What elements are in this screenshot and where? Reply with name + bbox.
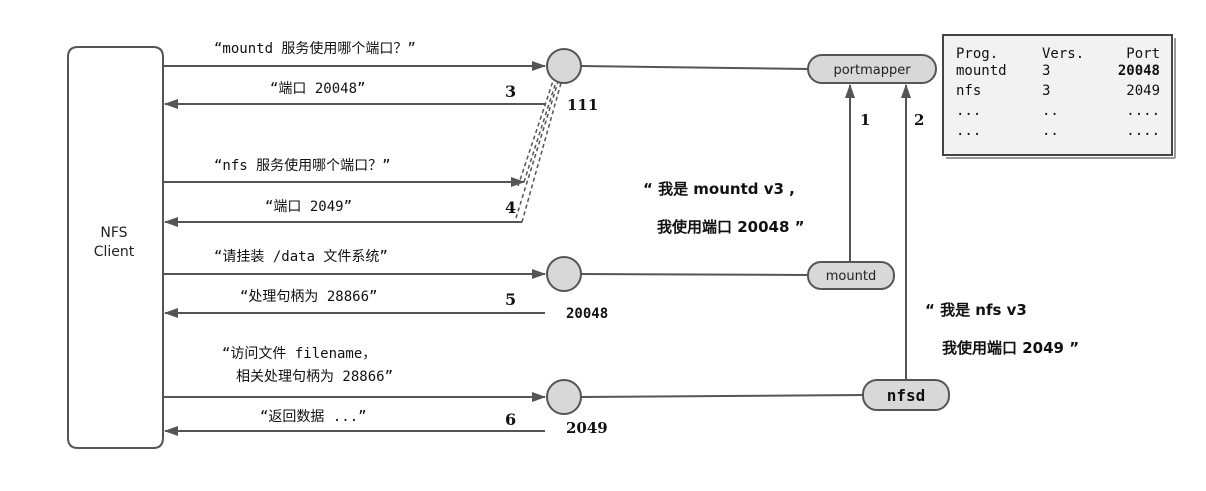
table-cell: .. xyxy=(1042,103,1059,119)
nfsd-label: nfsd xyxy=(887,386,926,405)
table-cell: .... xyxy=(1126,123,1160,139)
portmapper-label: portmapper xyxy=(833,63,911,78)
message-m4: “端口 2049” xyxy=(265,199,352,215)
table-cell: ... xyxy=(956,123,981,139)
table-header-cell: Vers. xyxy=(1042,46,1084,62)
portmapper-service: portmapper xyxy=(807,54,937,84)
port-111-label: 111 xyxy=(567,96,598,114)
table-cell: 3 xyxy=(1042,83,1050,99)
mountd-registration-line1: “ 我是 mountd v3 , xyxy=(643,180,795,198)
step-1-label: 1 xyxy=(860,111,870,129)
port-2049-label: 2049 xyxy=(566,419,608,437)
client-label-line1: NFS xyxy=(100,225,127,241)
nfs-registration-line1: “ 我是 nfs v3 xyxy=(925,301,1027,319)
step-5-label: 5 xyxy=(505,290,516,309)
port-20048-circle xyxy=(546,256,582,292)
table-cell: nfs xyxy=(956,83,981,99)
table-cell: .. xyxy=(1042,123,1059,139)
message-m8: “返回数据 ...” xyxy=(260,409,367,425)
message-m7-line1: “访问文件 filename， xyxy=(222,346,376,362)
port-111-circle xyxy=(546,48,582,84)
step-2-label: 2 xyxy=(914,111,924,129)
message-m2: “端口 20048” xyxy=(270,81,365,97)
nfsd-service: nfsd xyxy=(862,379,950,411)
port-2049-circle xyxy=(546,379,582,415)
message-m3: “nfs 服务使用哪个端口？” xyxy=(214,157,391,174)
message-m7-line2: 相关处理句柄为 28866” xyxy=(236,369,393,385)
port-20048-label: 20048 xyxy=(566,306,608,322)
table-cell: 2049 xyxy=(1126,83,1160,99)
mountd-label: mountd xyxy=(826,269,876,284)
link-111-portmapper xyxy=(580,65,809,70)
port-mapping-table: Prog. Vers. Port mountd 3 20048 nfs 3 2049......… xyxy=(942,34,1176,159)
table-cell: .... xyxy=(1126,103,1160,119)
nfs-query-to-portmapper-links xyxy=(515,80,562,223)
message-m6: “处理句柄为 28866” xyxy=(240,289,377,305)
link-2049-nfsd xyxy=(580,394,864,398)
step-4-label: 4 xyxy=(505,198,516,217)
table-cell: mountd xyxy=(956,63,1007,79)
table-cell: 3 xyxy=(1042,63,1050,79)
step-3-label: 3 xyxy=(505,82,516,101)
message-m1: “mountd 服务使用哪个端口？” xyxy=(214,40,416,57)
table-cell: ... xyxy=(956,103,981,119)
message-m5: “请挂装 /data 文件系统” xyxy=(214,249,388,265)
table-header-cell: Prog. xyxy=(956,46,998,62)
nfs-client-box: NFS Client xyxy=(67,46,164,449)
nfs-registration-line2: 我使用端口 2049 ” xyxy=(942,339,1079,357)
table-cell: 20048 xyxy=(1118,63,1160,79)
step-6-label: 6 xyxy=(505,410,516,429)
client-label-line2: Client xyxy=(94,244,135,260)
link-20048-mountd xyxy=(580,273,809,276)
table-header-cell: Port xyxy=(1126,46,1160,62)
mountd-registration-line2: 我使用端口 20048 ” xyxy=(657,218,805,236)
mountd-service: mountd xyxy=(807,261,895,290)
